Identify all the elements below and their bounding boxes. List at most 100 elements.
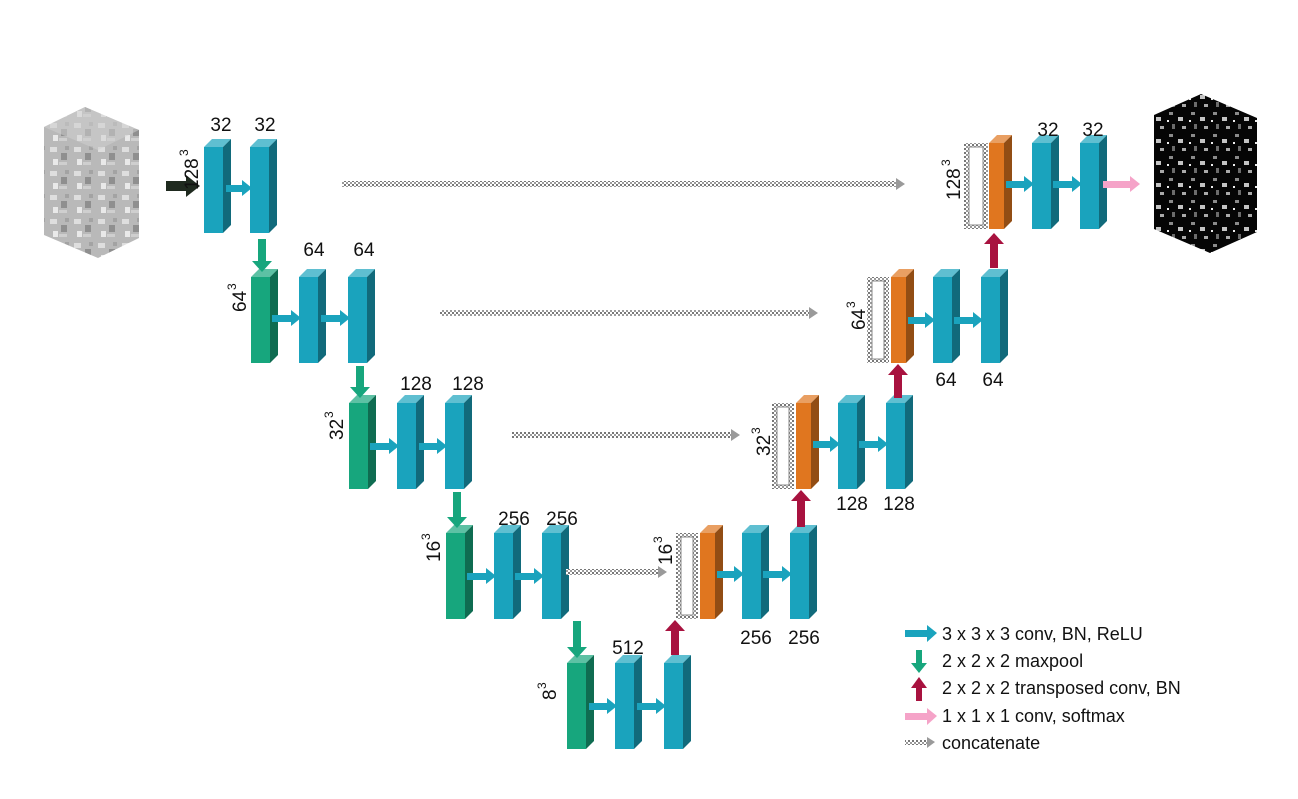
conv-arrow bbox=[419, 438, 447, 454]
legend-label-final-conv: 1 x 1 x 1 conv, softmax bbox=[942, 706, 1125, 726]
encoder-level3-pool-block bbox=[349, 395, 376, 489]
layer-blocks bbox=[204, 135, 1107, 749]
decoder-level2-channels-1: 64 bbox=[935, 370, 957, 391]
decoder-level1-concat-block bbox=[964, 143, 988, 229]
decoder-level2-upconv-block bbox=[891, 269, 914, 363]
bottleneck-labels: 512 8 3 bbox=[535, 638, 644, 700]
encoder-level3-labels: 128 128 32 3 bbox=[322, 374, 484, 440]
conv-arrow bbox=[226, 180, 252, 196]
encoder-level2-labels: 64 64 64 3 bbox=[225, 240, 375, 312]
conv-arrow bbox=[321, 310, 350, 326]
encoder-level1-channels-2: 32 bbox=[254, 115, 275, 136]
maxpool-arrow bbox=[447, 492, 467, 528]
decoder-level1-labels: 32 32 128 3 bbox=[939, 120, 1104, 200]
legend-item-conv: 3 x 3 x 3 conv, BN, ReLU bbox=[905, 624, 1143, 644]
conv-arrow bbox=[637, 698, 666, 714]
conv-arrow-icon bbox=[905, 625, 937, 642]
decoder-level4-labels: 256 256 16 3 bbox=[651, 536, 820, 649]
legend-item-concat: concatenate bbox=[905, 733, 1040, 753]
conv-arrow bbox=[954, 312, 983, 328]
encoder-level3-size-exponent: 3 bbox=[322, 411, 336, 418]
encoder-level1-block-2 bbox=[250, 139, 277, 233]
operation-arrows bbox=[166, 175, 1140, 714]
decoder-level2-size-exponent: 3 bbox=[844, 301, 858, 308]
maxpool-arrow bbox=[350, 366, 370, 398]
decoder-level3-channels-1: 128 bbox=[836, 494, 868, 515]
decoder-level4-channels-1: 256 bbox=[740, 628, 772, 649]
decoder-level1-channels-2: 32 bbox=[1082, 120, 1103, 141]
conv-arrow bbox=[908, 312, 935, 328]
encoder-level4-size: 16 bbox=[424, 541, 445, 562]
encoder-level3-block-1 bbox=[397, 395, 424, 489]
concat-arrow bbox=[512, 429, 740, 441]
upconv-arrow bbox=[888, 364, 908, 398]
upconv-arrow bbox=[984, 233, 1004, 268]
concat-arrow bbox=[440, 307, 818, 319]
decoder-level2-concat-block bbox=[867, 277, 889, 363]
conv-arrow bbox=[515, 568, 544, 584]
encoder-level4-block-1 bbox=[494, 525, 521, 619]
legend-item-final-conv: 1 x 1 x 1 conv, softmax bbox=[905, 706, 1125, 726]
decoder-level3-concat-block bbox=[772, 403, 794, 489]
conv-arrow bbox=[589, 698, 617, 714]
output-volume bbox=[1154, 94, 1257, 253]
encoder-level4-labels: 256 256 16 3 bbox=[419, 509, 578, 562]
decoder-level3-block-1 bbox=[838, 395, 865, 489]
decoder-level3-size: 32 bbox=[754, 435, 775, 456]
bottleneck-size: 8 bbox=[540, 689, 561, 700]
maxpool-arrow bbox=[252, 239, 272, 272]
encoder-level3-channels-1: 128 bbox=[400, 374, 432, 395]
conv-arrow bbox=[1006, 176, 1034, 192]
decoder-level2-size: 64 bbox=[849, 308, 870, 330]
encoder-level2-size: 64 bbox=[230, 290, 251, 312]
decoder-level4-size: 16 bbox=[656, 544, 677, 565]
conv-arrow bbox=[1053, 176, 1082, 192]
decoder-level1-block-2 bbox=[1080, 135, 1107, 229]
bottleneck-size-exponent: 3 bbox=[535, 682, 549, 689]
conv-arrow bbox=[859, 436, 888, 452]
decoder-level1-size: 128 bbox=[944, 168, 965, 200]
encoder-level3-block-2 bbox=[445, 395, 472, 489]
encoder-level2-size-exponent: 3 bbox=[225, 283, 239, 290]
decoder-level4-block-2 bbox=[790, 525, 817, 619]
decoder-level3-channels-2: 128 bbox=[883, 494, 915, 515]
legend: 3 x 3 x 3 conv, BN, ReLU 2 x 2 x 2 maxpo… bbox=[905, 624, 1181, 753]
conv-arrow bbox=[467, 568, 496, 584]
encoder-level1-size-exponent: 3 bbox=[177, 149, 191, 156]
decoder-level2-labels: 64 64 64 3 bbox=[844, 301, 1004, 391]
input-volume bbox=[44, 107, 139, 258]
final-conv-arrow-icon bbox=[905, 708, 937, 725]
encoder-level4-block-2 bbox=[542, 525, 569, 619]
bottleneck-pool-block bbox=[567, 655, 594, 749]
upconv-arrow bbox=[791, 490, 811, 527]
conv-arrow bbox=[813, 436, 840, 452]
decoder-level4-concat-block bbox=[676, 533, 698, 619]
decoder-level1-channels-1: 32 bbox=[1037, 120, 1058, 141]
legend-item-upconv: 2 x 2 x 2 transposed conv, BN bbox=[911, 677, 1181, 701]
encoder-level4-pool-block bbox=[446, 525, 473, 619]
legend-label-conv: 3 x 3 x 3 conv, BN, ReLU bbox=[942, 624, 1143, 644]
decoder-level2-block-2 bbox=[981, 269, 1008, 363]
bottleneck-block-1 bbox=[615, 655, 642, 749]
concat-arrow-icon bbox=[905, 737, 935, 748]
decoder-level3-labels: 128 128 32 3 bbox=[749, 427, 915, 515]
legend-label-upconv: 2 x 2 x 2 transposed conv, BN bbox=[942, 678, 1181, 698]
encoder-level1-channels-1: 32 bbox=[210, 115, 231, 136]
decoder-level4-channels-2: 256 bbox=[788, 628, 820, 649]
bottleneck-block-2 bbox=[664, 655, 691, 749]
encoder-level3-size: 32 bbox=[327, 419, 348, 440]
maxpool-arrow bbox=[567, 621, 587, 658]
conv-arrow bbox=[717, 566, 744, 582]
encoder-level2-channels-2: 64 bbox=[353, 240, 375, 261]
decoder-level2-block-1 bbox=[933, 269, 960, 363]
encoder-level2-block-2 bbox=[348, 269, 375, 363]
encoder-level1-labels: 32 32 128 3 bbox=[177, 115, 276, 190]
encoder-level3-channels-2: 128 bbox=[452, 374, 484, 395]
concat-arrow bbox=[342, 178, 905, 190]
upconv-arrow bbox=[665, 620, 685, 655]
decoder-level4-size-exponent: 3 bbox=[651, 536, 665, 543]
decoder-level1-size-exponent: 3 bbox=[939, 159, 953, 166]
encoder-level4-size-exponent: 3 bbox=[419, 533, 433, 540]
encoder-level4-channels-2: 256 bbox=[546, 509, 578, 530]
